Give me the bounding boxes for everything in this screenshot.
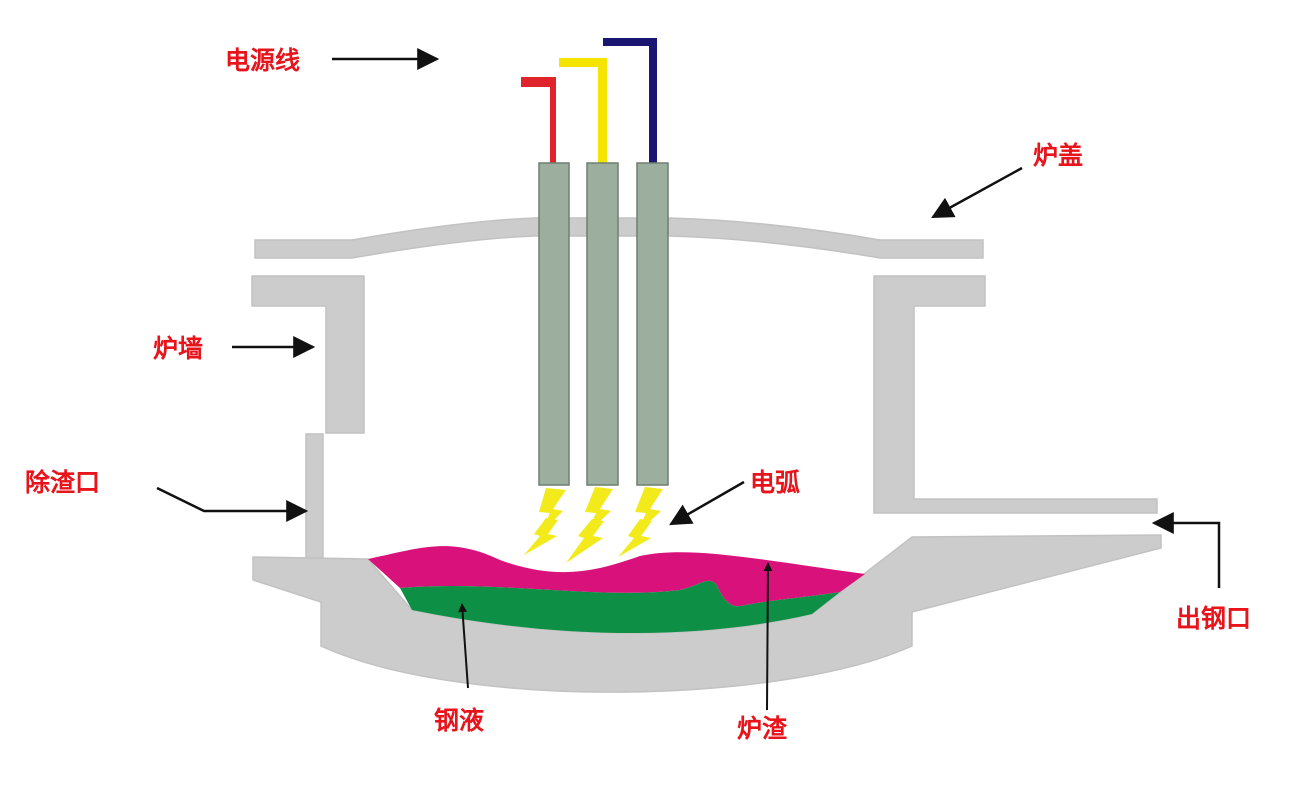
label-slag: 炉渣 [737, 714, 788, 743]
furnace-lid [254, 217, 984, 259]
lightning-bolt-icon [524, 488, 566, 555]
lightning-bolt-icon [618, 487, 663, 557]
arrow-icon [669, 480, 745, 526]
slag-port-lip [305, 433, 324, 559]
right-furnace-wall [873, 275, 1158, 514]
power-wire-yellow [559, 58, 607, 163]
furnace-hearth [252, 534, 1162, 693]
electrode-3 [636, 162, 669, 486]
electrode-2 [586, 162, 619, 486]
molten-steel-layer [400, 580, 840, 634]
arrow-icon [763, 562, 773, 711]
label-power-line: 电源线 [225, 46, 300, 75]
label-arc: 电弧 [750, 468, 800, 497]
label-tap-hole: 出钢口 [1176, 604, 1251, 633]
power-wire-red [521, 77, 556, 163]
label-slag-port: 除渣口 [25, 468, 100, 497]
label-furnace-lid: 炉盖 [1033, 141, 1083, 170]
electrode-1 [538, 162, 570, 486]
label-molten-steel: 钢液 [434, 706, 484, 735]
lightning-bolt-icon [566, 487, 613, 563]
arrow-icon [156, 486, 309, 522]
arrow-icon [931, 166, 1023, 219]
arrow-icon [1151, 512, 1221, 588]
arrow-icon [458, 603, 469, 689]
left-furnace-wall [251, 275, 365, 434]
slag-layer [368, 546, 865, 607]
power-wire-navy [603, 38, 657, 163]
label-furnace-wall: 炉墙 [153, 334, 203, 363]
